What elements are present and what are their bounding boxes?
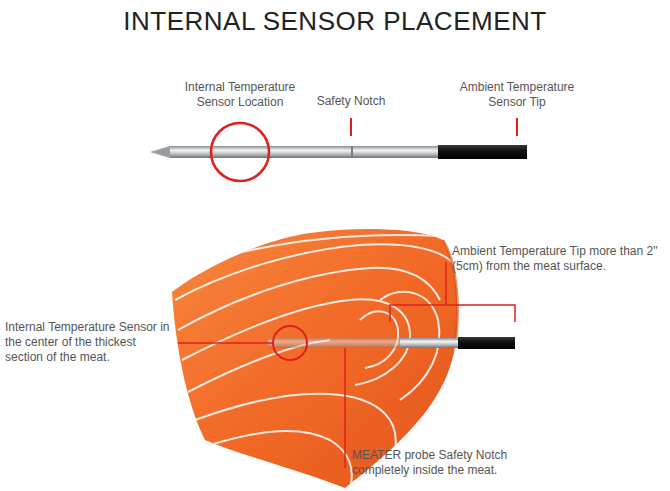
safety-notch xyxy=(351,146,353,158)
probe-handle xyxy=(458,337,515,349)
callout-label: Internal Temperature Sensor in the cente… xyxy=(5,320,173,365)
leader-line xyxy=(178,342,273,344)
callout-label: Ambient Temperature Sensor Tip xyxy=(452,80,582,110)
probe-shaft-hidden xyxy=(268,338,458,348)
probe-shaft xyxy=(400,338,458,348)
callout-label: Safety Notch xyxy=(306,94,396,109)
sensor-circle xyxy=(211,123,269,181)
distance-bracket xyxy=(390,305,515,322)
probe-top xyxy=(150,118,527,181)
sensor-circle xyxy=(273,326,307,360)
leader-line xyxy=(350,118,352,136)
probe-tip xyxy=(150,146,170,158)
leader-line xyxy=(344,348,346,468)
callout-label: MEATER probe Safety Notch completely ins… xyxy=(352,448,566,478)
callout-label: Internal Temperature Sensor Location xyxy=(175,80,305,110)
callout-label: Ambient Temperature Tip more than 2" (5c… xyxy=(452,244,666,274)
title: INTERNAL SENSOR PLACEMENT xyxy=(0,6,670,36)
leader-line xyxy=(516,118,518,136)
probe-bottom xyxy=(178,262,515,468)
leader-line xyxy=(445,262,447,305)
probe-handle xyxy=(438,145,527,159)
